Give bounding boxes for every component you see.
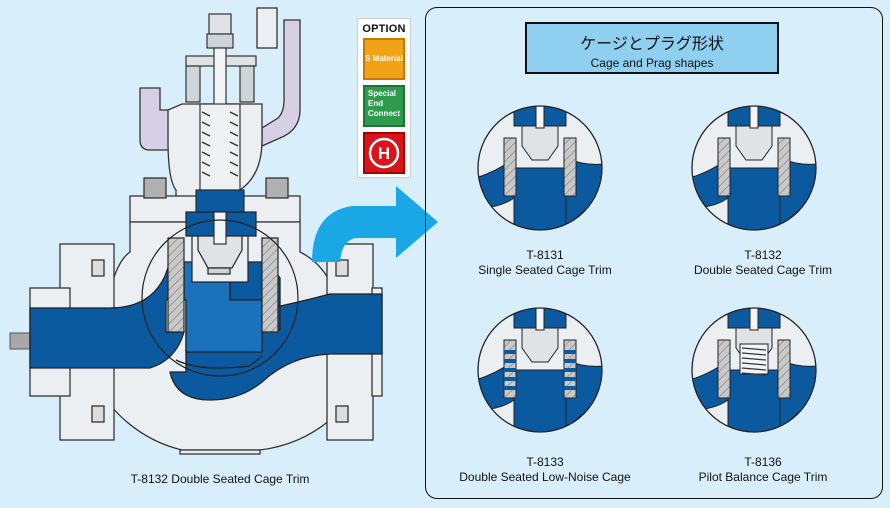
main-valve-caption: T-8132 Double Seated Cage Trim — [130, 472, 310, 486]
sec-line-end: End — [368, 99, 384, 108]
detail-circle — [141, 219, 299, 377]
panel-title-en: Cage and Prag shapes — [590, 56, 714, 70]
h-icon: H — [368, 137, 400, 169]
trim-code-2: T-8132 — [744, 248, 782, 262]
trim-caption-1: T-8131 Single Seated Cage Trim — [470, 248, 620, 278]
trim-name-1: Single Seated Cage Trim — [478, 263, 612, 277]
s-material-label: S Material — [365, 54, 403, 63]
trim-caption-4: T-8136 Pilot Balance Cage Trim — [683, 455, 843, 485]
stem-and-packing — [185, 13, 257, 245]
fluid-passage — [29, 261, 383, 401]
trim-name-3: Double Seated Low-Noise Cage — [459, 470, 631, 484]
trim-detail-1 — [477, 105, 603, 231]
sec-line-special: Special — [368, 89, 397, 98]
trim-detail-4 — [691, 307, 817, 433]
trim-detail-3 — [477, 307, 603, 433]
trim-code-4: T-8136 — [744, 455, 782, 469]
detail-arrow — [312, 186, 438, 262]
sec-line-connect: Connect — [368, 109, 400, 118]
svg-text:H: H — [378, 144, 390, 163]
panel-title-box: ケージとプラグ形状 Cage and Prag shapes — [525, 22, 779, 74]
h-option-badge: H — [363, 132, 405, 174]
trim-caption-2: T-8132 Double Seated Cage Trim — [683, 248, 843, 278]
panel-title-jp: ケージとプラグ形状 — [580, 34, 724, 53]
option-column: OPTION S Material Special End Connect H — [357, 18, 411, 178]
trim-shapes-panel — [425, 7, 883, 499]
trim-name-2: Double Seated Cage Trim — [693, 263, 833, 277]
trim-code-3: T-8133 — [526, 455, 564, 469]
trim-code-1: T-8131 — [526, 248, 564, 262]
trim-name-4: Pilot Balance Cage Trim — [698, 470, 828, 484]
trim-caption-3: T-8133 Double Seated Low-Noise Cage — [455, 455, 635, 485]
s-material-badge: S Material — [363, 38, 405, 80]
special-end-connect-badge: Special End Connect — [363, 85, 405, 127]
option-title: OPTION — [362, 23, 406, 35]
